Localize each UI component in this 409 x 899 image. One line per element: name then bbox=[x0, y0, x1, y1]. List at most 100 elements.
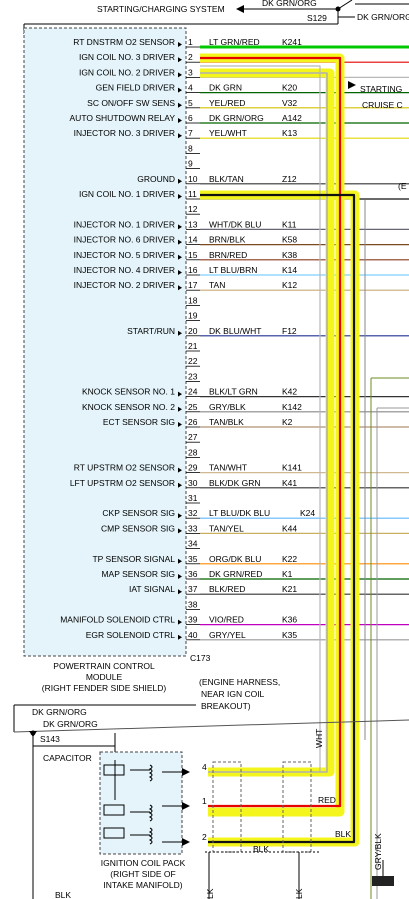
pin-number: 36 bbox=[188, 569, 198, 579]
pin-number: 35 bbox=[188, 554, 198, 564]
wire-circuit-label: K36 bbox=[282, 615, 297, 625]
pin-number: 37 bbox=[188, 584, 198, 594]
pin-number: 17 bbox=[188, 280, 198, 290]
pin-arrow-icon bbox=[178, 558, 182, 564]
wire-color-label: WHT/DK BLU bbox=[209, 219, 261, 229]
header-splice: S129 bbox=[307, 13, 327, 23]
wire-circuit-label: K11 bbox=[282, 219, 297, 229]
label-blk-left: BLK bbox=[55, 890, 71, 899]
pcm-box bbox=[23, 27, 187, 657]
wire-color-label: TAN/WHT bbox=[209, 463, 247, 473]
header-wire-b: DK GRN/ORG bbox=[357, 12, 409, 22]
pin-number: 26 bbox=[188, 417, 198, 427]
pin-12: 12 bbox=[186, 204, 200, 215]
engine-note-3: BREAKOUT) bbox=[201, 701, 251, 711]
wire-circuit-label: K35 bbox=[282, 630, 297, 640]
wire-color-label: GRY/BLK bbox=[209, 402, 246, 412]
coil-title-3: INTAKE MANIFOLD) bbox=[103, 880, 182, 890]
wire-circuit-label: K22 bbox=[282, 554, 297, 564]
pin-label: GEN FIELD DRIVER bbox=[96, 83, 175, 93]
pin-label: IGN COIL NO. 1 DRIVER bbox=[79, 189, 175, 199]
pin-number: 7 bbox=[188, 128, 193, 138]
wire-circuit-label: V32 bbox=[282, 98, 297, 108]
coil-pin-2: 2 bbox=[202, 832, 207, 842]
pin-arrow-icon bbox=[178, 589, 182, 595]
pin-arrow-icon bbox=[178, 513, 182, 519]
pin-number: 39 bbox=[188, 615, 198, 625]
arrow-left-icon bbox=[236, 5, 244, 13]
coil-title-2: (RIGHT SIDE OF bbox=[110, 869, 176, 879]
pin-18: 18 bbox=[186, 295, 200, 306]
pin-number: 38 bbox=[188, 599, 198, 609]
label-red: RED bbox=[318, 795, 336, 805]
pin-label: START/RUN bbox=[127, 326, 175, 336]
wire-circuit-label: K142 bbox=[282, 402, 302, 412]
pin-number: 8 bbox=[188, 143, 193, 153]
wire-circuit-label: K13 bbox=[282, 128, 297, 138]
lower-section: DK GRN/ORG DK GRN/ORG S143 CAPACITOR 4 1… bbox=[13, 704, 409, 899]
pin-number: 24 bbox=[188, 387, 198, 397]
pin-number: 27 bbox=[188, 432, 198, 442]
coil-symbols bbox=[103, 760, 182, 845]
pin-label: INJECTOR NO. 6 DRIVER bbox=[74, 235, 175, 245]
engine-note-1: (ENGINE HARNESS, bbox=[199, 677, 280, 687]
pin-number: 3 bbox=[188, 67, 193, 77]
pin-label: INJECTOR NO. 2 DRIVER bbox=[74, 280, 175, 290]
wire-wht bbox=[200, 72, 328, 773]
pin-arrow-icon bbox=[178, 133, 182, 139]
wire-red bbox=[200, 56, 342, 808]
pin-number: 14 bbox=[188, 235, 198, 245]
pin-label: CKP SENSOR SIG bbox=[102, 508, 175, 518]
pin-number: 5 bbox=[188, 98, 193, 108]
coil-pack-box bbox=[99, 751, 183, 855]
pin-number: 21 bbox=[188, 341, 198, 351]
pin-number: 19 bbox=[188, 311, 198, 321]
label-blk: BLK bbox=[335, 829, 351, 839]
pin-arrow-icon bbox=[178, 57, 182, 63]
pin-label: KNOCK SENSOR NO. 2 bbox=[82, 402, 175, 412]
pin-arrow-icon bbox=[178, 619, 182, 625]
pin-arrow-icon bbox=[178, 482, 182, 488]
pin-number: 33 bbox=[188, 523, 198, 533]
label-gry-blk: GRY/BLK bbox=[373, 833, 383, 870]
pin-number: 23 bbox=[188, 371, 198, 381]
header-system-label: STARTING/CHARGING SYSTEM bbox=[97, 4, 225, 14]
pin-label: INJECTOR NO. 4 DRIVER bbox=[74, 265, 175, 275]
pin-label: ECT SENSOR SIG bbox=[103, 417, 175, 427]
pin-34: 34 bbox=[186, 539, 200, 549]
wire-color-label: TAN bbox=[209, 280, 225, 290]
pin-number: 31 bbox=[188, 493, 198, 503]
pcm-title-line-2: MODULE bbox=[86, 672, 123, 682]
pin-arrow-icon bbox=[178, 391, 182, 397]
pin-label: INJECTOR NO. 5 DRIVER bbox=[74, 250, 175, 260]
header-section: STARTING/CHARGING SYSTEM DK GRN/ORG DK G… bbox=[23, 0, 409, 34]
pin-number: 32 bbox=[188, 508, 198, 518]
pin-arrow-icon bbox=[178, 102, 182, 108]
wire-circuit-label: K21 bbox=[282, 584, 297, 594]
pin-number: 4 bbox=[188, 83, 193, 93]
pcm-title-line-1: POWERTRAIN CONTROL bbox=[53, 661, 155, 671]
pcm-connector-label: C173 bbox=[190, 653, 211, 663]
pin-arrow-icon bbox=[178, 634, 182, 640]
wire-color-label: DK GRN/RED bbox=[209, 569, 262, 579]
pin-number: 30 bbox=[188, 478, 198, 488]
pin-number: 25 bbox=[188, 402, 198, 412]
wire-color-label: TAN/BLK bbox=[209, 417, 244, 427]
lower-wire-top: DK GRN/ORG bbox=[32, 707, 87, 717]
pin-arrow-icon bbox=[178, 330, 182, 336]
pin-arrow-icon bbox=[178, 72, 182, 78]
header-wire-a: DK GRN/ORG bbox=[262, 0, 317, 8]
pin-arrow-icon bbox=[178, 224, 182, 230]
label-wht: WHT bbox=[314, 729, 324, 748]
wire-color-label: LT GRN/RED bbox=[209, 37, 260, 47]
